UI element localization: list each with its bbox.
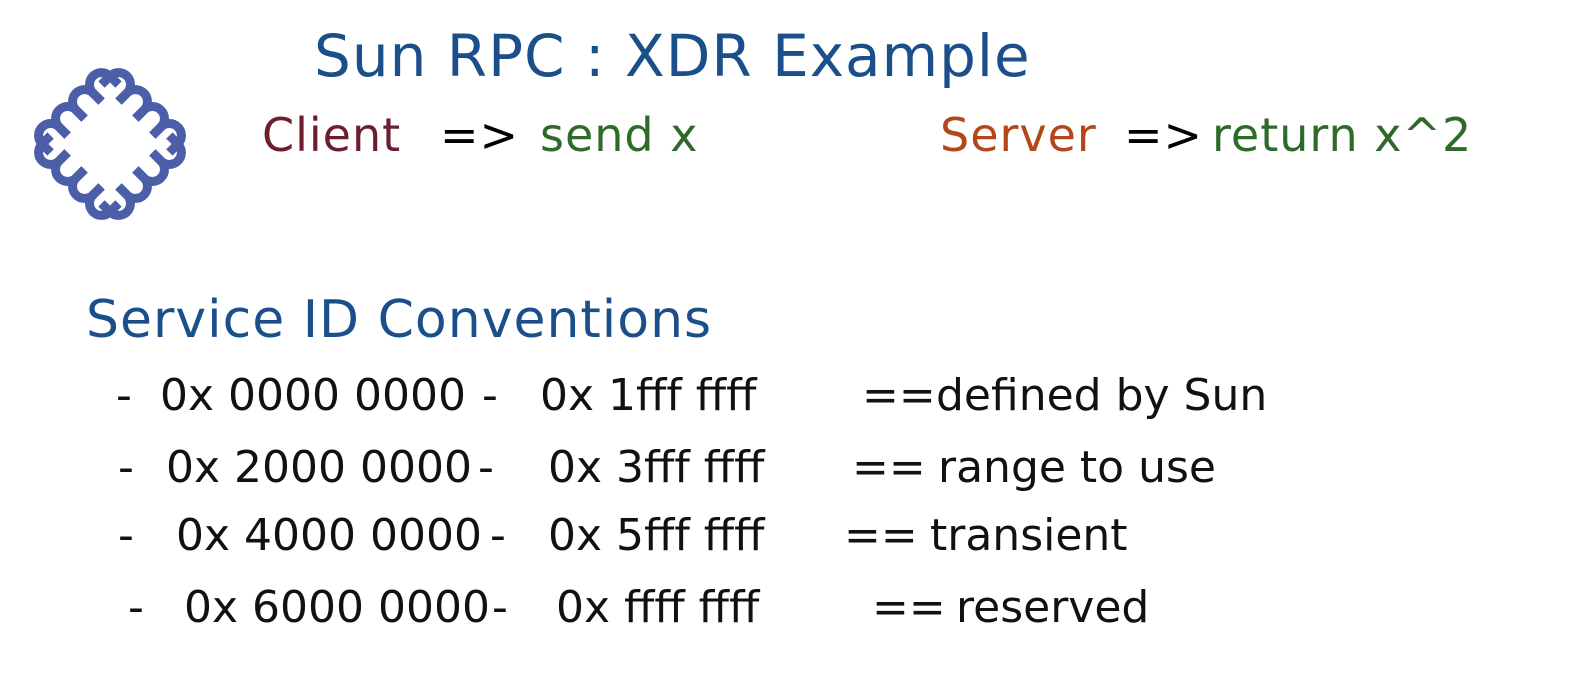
- range-separator: -: [490, 510, 506, 561]
- range-row: - 0x 0000 0000 - 0x 1fff ffff == defined…: [0, 370, 1584, 440]
- range-equals: ==: [872, 582, 946, 633]
- range-end: 0x ffff ffff: [556, 582, 760, 633]
- range-end: 0x 1fff ffff: [540, 370, 757, 421]
- range-dash: -: [116, 370, 132, 421]
- page-title: Sun RPC : XDR Example: [314, 22, 1031, 90]
- client-label: Client: [262, 108, 402, 162]
- range-start: 0x 0000 0000: [160, 370, 466, 421]
- server-action: return x^2: [1212, 108, 1473, 162]
- section-title: Service ID Conventions: [86, 290, 713, 350]
- range-equals: ==: [852, 442, 926, 493]
- range-description: defined by Sun: [936, 370, 1268, 421]
- range-equals: ==: [844, 510, 918, 561]
- range-row: - 0x 4000 0000 - 0x 5fff ffff == transie…: [0, 510, 1584, 580]
- range-description: transient: [930, 510, 1128, 561]
- range-end: 0x 5fff ffff: [548, 510, 765, 561]
- range-description: range to use: [938, 442, 1216, 493]
- range-start: 0x 6000 0000: [184, 582, 490, 633]
- range-dash: -: [118, 442, 134, 493]
- range-separator: -: [482, 370, 498, 421]
- sun-microsystems-logo-icon: [34, 68, 186, 220]
- range-row: - 0x 2000 0000 - 0x 3fff ffff == range t…: [0, 442, 1584, 512]
- range-dash: -: [128, 582, 144, 633]
- range-start: 0x 4000 0000: [176, 510, 482, 561]
- client-arrow: =>: [440, 108, 520, 162]
- client-action: send x: [540, 108, 699, 162]
- range-dash: -: [118, 510, 134, 561]
- range-row: - 0x 6000 0000 - 0x ffff ffff == reserve…: [0, 582, 1584, 652]
- range-separator: -: [478, 442, 494, 493]
- range-start: 0x 2000 0000: [166, 442, 472, 493]
- range-separator: -: [492, 582, 508, 633]
- server-arrow: =>: [1124, 108, 1204, 162]
- server-label: Server: [940, 108, 1097, 162]
- range-end: 0x 3fff ffff: [548, 442, 765, 493]
- range-equals: ==: [862, 370, 936, 421]
- range-description: reserved: [956, 582, 1150, 633]
